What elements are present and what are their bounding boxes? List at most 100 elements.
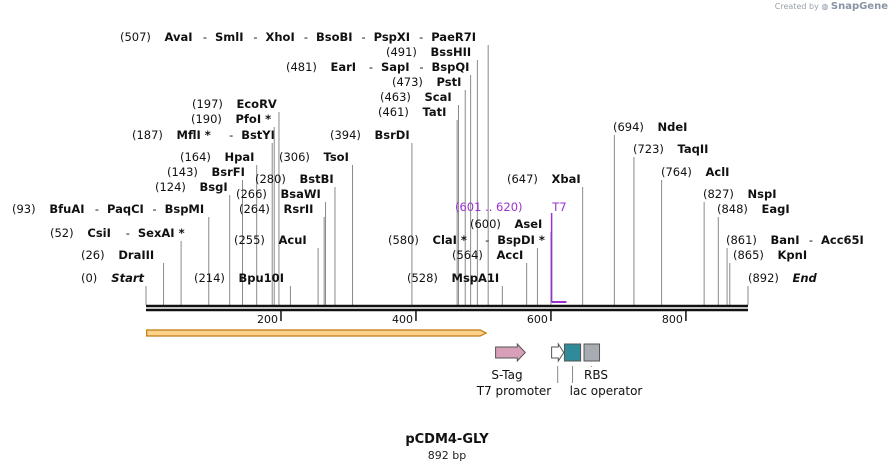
enzyme-site: (473)PstI	[392, 75, 466, 305]
enzyme-name-label: AseI	[515, 217, 543, 231]
enzyme-position-label: (255)	[234, 233, 265, 247]
feature-label: lac operator	[570, 384, 643, 398]
enzyme-site: (580)ClaI *-BspDI *	[388, 233, 545, 305]
snapgene-branding: Created by ◍ SnapGene	[775, 1, 888, 12]
enzyme-position-label: (694)	[613, 120, 644, 134]
enzyme-name-label: Acc65I	[821, 233, 864, 247]
enzyme-name-label: BanI	[771, 233, 800, 247]
enzyme-position-label: (143)	[167, 165, 198, 179]
enzyme-name-label: CsiI	[87, 226, 111, 240]
enzyme-position-label: (764)	[661, 165, 692, 179]
enzyme-position-label: (164)	[180, 150, 211, 164]
enzyme-name-label: AccI	[497, 248, 524, 262]
enzyme-name-label: ScaI	[425, 90, 452, 104]
enzyme-site: (861) BanI-Acc65I	[726, 233, 864, 305]
enzyme-name-label: AcuI	[279, 233, 307, 247]
enzyme-position-label: (190)	[191, 112, 222, 126]
enzyme-name-label: PstI	[437, 75, 462, 89]
enzyme-name-label: SapI	[381, 60, 410, 74]
enzyme-position-label: (52)	[50, 226, 74, 240]
enzyme-separator: -	[362, 30, 366, 44]
enzyme-site: (461) TatI	[378, 105, 458, 305]
enzyme-position-label: (723)	[633, 142, 664, 156]
enzyme-site: (507)AvaI-SmlI-XhoI-BsoBI-PspXI-PaeR7I	[120, 30, 489, 305]
enzyme-site: (848)EagI	[717, 202, 790, 305]
enzyme-site: (143)BsrFI	[167, 165, 245, 305]
enzyme-name-label: BstBI	[300, 172, 334, 186]
enzyme-name-label: BsaWI	[281, 187, 321, 201]
enzyme-name-label: XbaI	[552, 172, 581, 186]
enzyme-separator: -	[253, 30, 257, 44]
enzyme-position-label: (461)	[378, 105, 409, 119]
enzyme-name-label: BfuAI	[49, 202, 84, 216]
axis-tick-label: 200	[257, 313, 278, 326]
enzyme-position-label: (861)	[726, 233, 757, 247]
enzyme-separator: -	[419, 30, 423, 44]
enzyme-site: (865)KpnI	[729, 248, 807, 305]
enzyme-position-label: (93)	[12, 202, 36, 216]
enzyme-position-label: (827)	[703, 187, 734, 201]
enzyme-site: (647) XbaI	[507, 172, 584, 305]
rbs-feature	[583, 343, 601, 362]
enzyme-site: (197)EcoRV	[192, 97, 280, 305]
enzyme-name-label: EarI	[331, 60, 357, 74]
enzyme-name-label: TaqII	[678, 142, 709, 156]
enzyme-site: (52)CsiI-SexAI *	[50, 226, 185, 305]
enzyme-name-label: BspDI *	[497, 233, 545, 247]
enzyme-site: (463)ScaI	[380, 90, 459, 305]
enzyme-separator: -	[485, 233, 489, 247]
enzyme-site: (280) BstBI	[255, 172, 336, 305]
enzyme-site: (264)RsrII	[239, 202, 325, 305]
enzyme-separator: -	[203, 30, 207, 44]
enzyme-site: (723) TaqII	[633, 142, 708, 305]
enzyme-name-label: XhoI	[266, 30, 295, 44]
feature-label: T7 promoter	[476, 384, 552, 398]
enzyme-name-label: PaqCI	[107, 202, 144, 216]
enzyme-site: (164)HpaI	[180, 150, 258, 305]
enzyme-name-label: NdeI	[658, 120, 688, 134]
enzyme-separator: -	[229, 128, 233, 142]
axis-tick-label: 600	[527, 313, 548, 326]
enzyme-site: (26)DraIII	[81, 248, 165, 305]
enzyme-position-label: (564)	[452, 248, 483, 262]
enzyme-site: (892)End	[747, 271, 818, 305]
enzyme-name-label: MflI *	[177, 128, 211, 142]
enzyme-name-label: TatI	[423, 105, 447, 119]
enzyme-name-label: SmlI	[215, 30, 244, 44]
enzyme-position-label: (0)	[81, 271, 97, 285]
enzyme-name-label: BsgI	[200, 180, 228, 194]
feature-label: S-Tag	[491, 368, 522, 382]
enzyme-separator: -	[369, 60, 373, 74]
enzyme-position-label: (848)	[717, 202, 748, 216]
enzyme-name-label: BspQI	[432, 60, 470, 74]
enzyme-separator: -	[419, 60, 423, 74]
enzyme-name-label: ClaI *	[433, 233, 467, 247]
enzyme-separator: -	[809, 233, 813, 247]
enzyme-name-label: TsoI	[324, 150, 349, 164]
enzyme-position-label: (266)	[236, 187, 267, 201]
s-tag-feature	[495, 342, 526, 363]
enzyme-name-label: RsrII	[284, 202, 314, 216]
enzyme-site: (827) NspI	[703, 187, 776, 305]
enzyme-separator: -	[304, 30, 308, 44]
enzyme-position-label: (647)	[507, 172, 538, 186]
axis-tick-label: 400	[392, 313, 413, 326]
enzyme-position-label: (481)	[286, 60, 317, 74]
enzyme-site: (306)TsoI	[279, 150, 354, 305]
enzyme-name-label: BspMI	[165, 202, 205, 216]
enzyme-name-label: BsoBI	[316, 30, 353, 44]
enzyme-site: (564) AccI	[452, 248, 528, 305]
enzyme-site: (190)PfoI *	[191, 112, 275, 305]
enzyme-site: (0)Start	[81, 271, 147, 305]
enzyme-name-label: EcoRV	[237, 97, 277, 111]
enzyme-site: (481)EarI-SapI-BspQI	[286, 60, 472, 305]
enzyme-name-label: NspI	[748, 187, 777, 201]
axis-tick-label: 800	[662, 313, 683, 326]
enzyme-position-label: (280)	[255, 172, 286, 186]
enzyme-site: (694) NdeI	[613, 120, 687, 305]
enzyme-name-label: BstYI	[241, 128, 275, 142]
enzyme-position-label: (394)	[330, 128, 361, 142]
enzyme-position-label: (491)	[386, 45, 417, 59]
enzyme-site: (491)BssHII	[386, 45, 478, 305]
